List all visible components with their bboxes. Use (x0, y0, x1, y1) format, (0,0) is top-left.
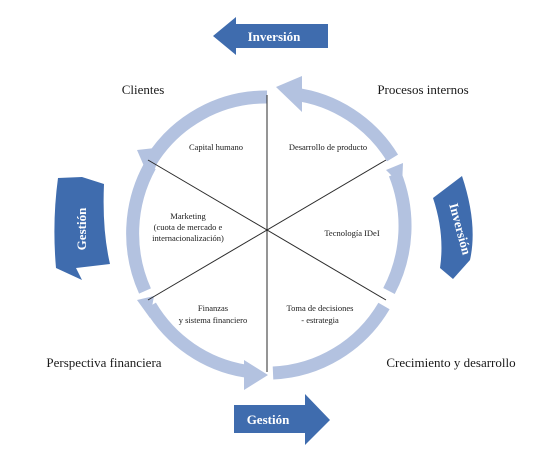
ring-arrowhead-bottom (244, 360, 268, 390)
outer-arrows (54, 17, 473, 445)
spoke-lower-left (147, 159, 387, 301)
sector-toma-line2: - estrategia (301, 315, 339, 325)
sector-marketing-line1: Marketing (170, 211, 206, 221)
label-procesos-internos: Procesos internos (377, 82, 468, 97)
ring-arc-bottom-left (144, 302, 247, 378)
label-crecimiento: Crecimiento y desarrollo (386, 355, 515, 370)
sector-marketing-line2: (cuota de mercado e (154, 222, 223, 232)
label-clientes: Clientes (122, 82, 165, 97)
arrow-bottom-label: Gestión (247, 412, 290, 427)
ring-arrowheads (137, 76, 403, 390)
ring-arrowhead-procesos (276, 76, 302, 112)
arrow-top-label: Inversión (248, 29, 302, 44)
sector-capital-humano: Capital humano (189, 142, 243, 152)
arrow-bottom-shape (234, 394, 330, 445)
ring-arc-right (383, 171, 412, 295)
arrow-left-shape (54, 177, 110, 280)
ring-arrowhead-clientes (137, 147, 164, 180)
sector-toma-line1: Toma de decisiones (287, 303, 354, 313)
label-perspectiva-financiera: Perspectiva financiera (46, 355, 161, 370)
sector-tecnologia: Tecnología IDeI (324, 228, 380, 238)
ring-arc-bottom-right (272, 302, 390, 380)
arrow-left-label: Gestión (74, 207, 89, 250)
ring-arc-left (126, 162, 156, 294)
ring-arc-top-left (144, 90, 268, 166)
sector-marketing-line3: internacionalización) (152, 233, 224, 243)
sector-finanzas-line1: Finanzas (198, 303, 228, 313)
ring-arrowhead-financiera (137, 296, 154, 318)
ring-arc-top-right (293, 87, 399, 162)
arrow-top-shape (213, 17, 328, 55)
spokes (147, 95, 387, 372)
sector-desarrollo-producto: Desarrollo de producto (289, 142, 367, 152)
ring-arrowhead-right (386, 163, 403, 186)
sector-finanzas-line2: y sistema financiero (179, 315, 247, 325)
arrow-right-shape (433, 176, 473, 279)
